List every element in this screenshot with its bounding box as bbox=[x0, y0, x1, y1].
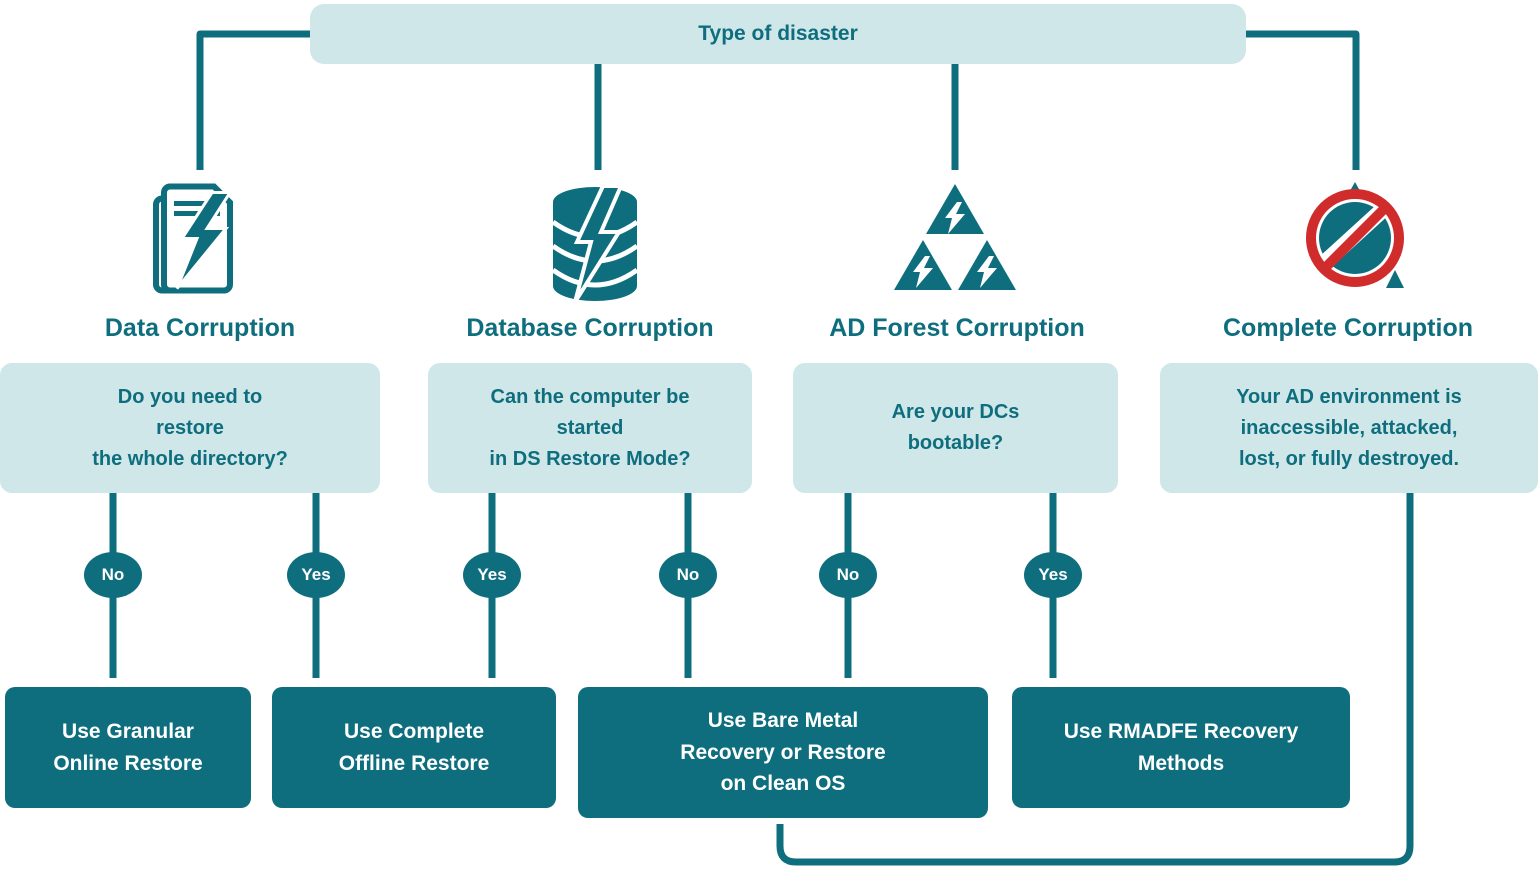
decision-badge-yes-forest: Yes bbox=[1024, 552, 1082, 598]
banner-title: Type of disaster bbox=[698, 22, 858, 45]
question-box-complete-corruption: Your AD environment is inaccessible, att… bbox=[1160, 363, 1538, 493]
branch-label-complete-corruption: Complete Corruption bbox=[1223, 314, 1473, 342]
decision-badge-yes-database: Yes bbox=[463, 552, 521, 598]
outcome-bare-metal-recovery: Use Bare Metal Recovery or Restore on Cl… bbox=[578, 687, 988, 818]
decision-badge-no-data: No bbox=[84, 552, 142, 598]
outcome-complete-offline-restore: Use Complete Offline Restore bbox=[272, 687, 556, 808]
branch-label-database-corruption: Database Corruption bbox=[466, 314, 714, 342]
branch-label-data-corruption: Data Corruption bbox=[104, 314, 296, 342]
decision-badge-yes-data: Yes bbox=[287, 552, 345, 598]
type-of-disaster-banner: Type of disaster bbox=[310, 4, 1246, 64]
branch-label-ad-forest-corruption: AD Forest Corruption bbox=[829, 314, 1085, 342]
data-corruption-icon bbox=[150, 176, 250, 302]
decision-badge-no-forest: No bbox=[819, 552, 877, 598]
question-box-ad-forest-corruption: Are your DCs bootable? bbox=[793, 363, 1118, 493]
connector-banner-to-data bbox=[196, 30, 310, 170]
question-box-data-corruption: Do you need to restore the whole directo… bbox=[0, 363, 380, 493]
question-box-database-corruption: Can the computer be started in DS Restor… bbox=[428, 363, 752, 493]
decision-badge-no-database: No bbox=[659, 552, 717, 598]
complete-corruption-icon bbox=[1299, 178, 1411, 298]
outcome-rmadfe-recovery-methods: Use RMADFE Recovery Methods bbox=[1012, 687, 1350, 808]
database-corruption-icon bbox=[545, 184, 645, 304]
ad-forest-corruption-icon bbox=[890, 184, 1020, 294]
connector-complete-to-baremetal-loop bbox=[776, 493, 1414, 866]
outcome-granular-online-restore: Use Granular Online Restore bbox=[5, 687, 251, 808]
connector-banner-to-complete bbox=[1246, 30, 1360, 170]
